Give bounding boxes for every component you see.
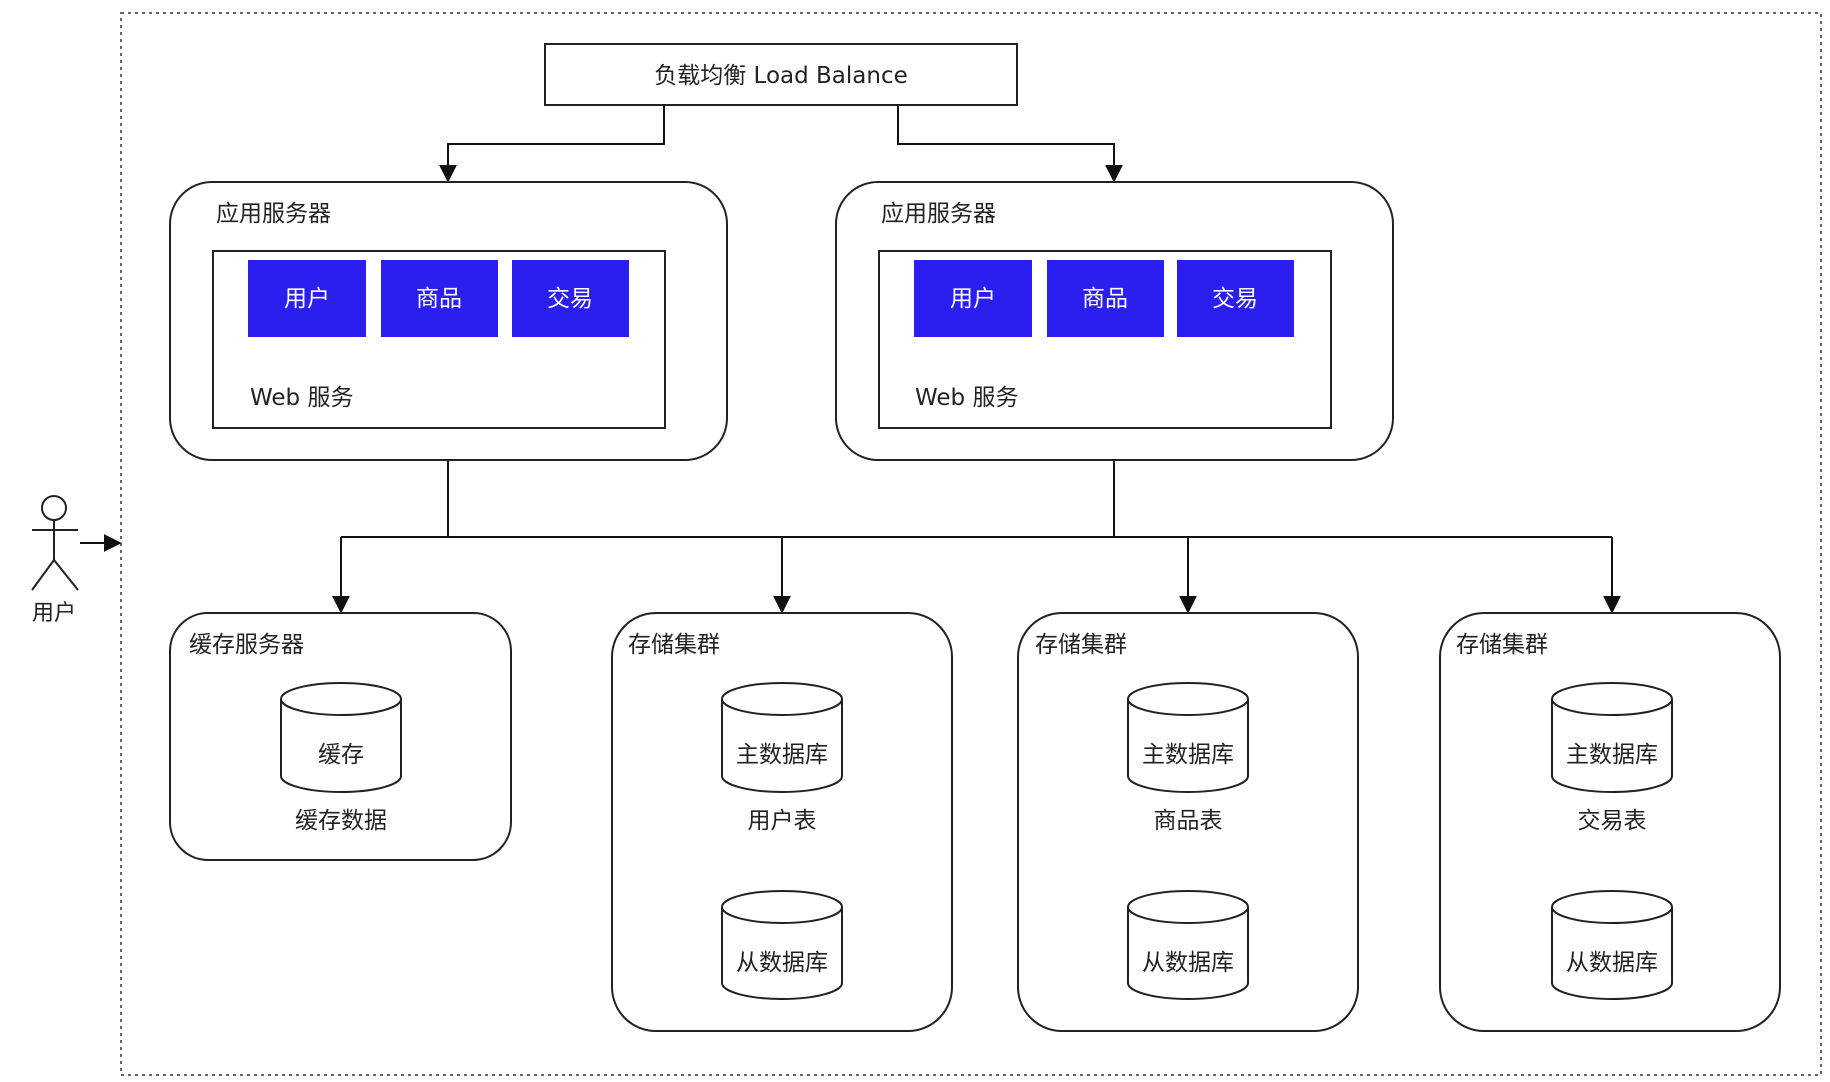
slave-db-icon	[1551, 890, 1673, 1000]
web-service-label: Web 服务	[915, 385, 1018, 411]
cache-server: 缓存服务器 缓存 缓存数据	[169, 612, 512, 861]
user-actor: 用户	[31, 495, 79, 626]
slave-db-icon	[1127, 890, 1249, 1000]
actor-label: 用户	[32, 601, 76, 626]
storage-cluster-title: 存储集群	[628, 632, 720, 658]
module-label: 交易	[1212, 286, 1258, 312]
storage-cluster-2: 存储集群 主数据库 商品表 从数据库	[1017, 612, 1359, 1032]
storage-cluster-title: 存储集群	[1035, 632, 1127, 658]
module-trade	[1177, 260, 1294, 337]
cache-server-title: 缓存服务器	[189, 632, 304, 658]
storage-cluster-3: 存储集群 主数据库 交易表 从数据库	[1439, 612, 1781, 1032]
module-user	[914, 260, 1032, 337]
slave-db-label: 从数据库	[736, 950, 828, 976]
storage-cluster-1: 存储集群 主数据库 用户表 从数据库	[611, 612, 953, 1032]
module-label: 商品	[1082, 286, 1128, 312]
app-server-1: 应用服务器 用户 商品 交易 Web 服务	[169, 181, 728, 461]
table-label: 交易表	[1578, 808, 1647, 834]
module-trade	[512, 260, 629, 337]
master-db-label: 主数据库	[1142, 742, 1234, 768]
slave-db-label: 从数据库	[1142, 950, 1234, 976]
cache-db-icon	[280, 682, 402, 793]
table-label: 商品表	[1154, 808, 1223, 834]
cache-caption: 缓存数据	[295, 808, 387, 834]
master-db-icon	[1551, 682, 1673, 793]
cache-db-label: 缓存	[318, 742, 364, 768]
master-db-label: 主数据库	[736, 742, 828, 768]
load-balancer-label: 负载均衡 Load Balance	[654, 63, 908, 89]
lb-to-app-left	[439, 105, 665, 183]
master-db-icon	[1127, 682, 1249, 793]
load-balancer-box	[544, 43, 1018, 106]
app-server-title: 应用服务器	[216, 201, 331, 227]
master-db-label: 主数据库	[1566, 742, 1658, 768]
module-product	[1047, 260, 1164, 337]
slave-db-label: 从数据库	[1566, 950, 1658, 976]
module-label: 用户	[284, 286, 330, 312]
app-server-title: 应用服务器	[881, 201, 996, 227]
app-server-2: 应用服务器 用户 商品 交易 Web 服务	[835, 181, 1394, 461]
module-user	[248, 260, 366, 337]
storage-cluster-title: 存储集群	[1456, 632, 1548, 658]
module-label: 用户	[950, 286, 996, 312]
table-label: 用户表	[748, 808, 817, 834]
web-service-label: Web 服务	[250, 385, 353, 411]
lb-to-app-right	[897, 105, 1123, 183]
slave-db-icon	[721, 890, 843, 1000]
module-label: 交易	[547, 286, 593, 312]
master-db-icon	[721, 682, 843, 793]
module-product	[381, 260, 498, 337]
module-label: 商品	[416, 286, 462, 312]
